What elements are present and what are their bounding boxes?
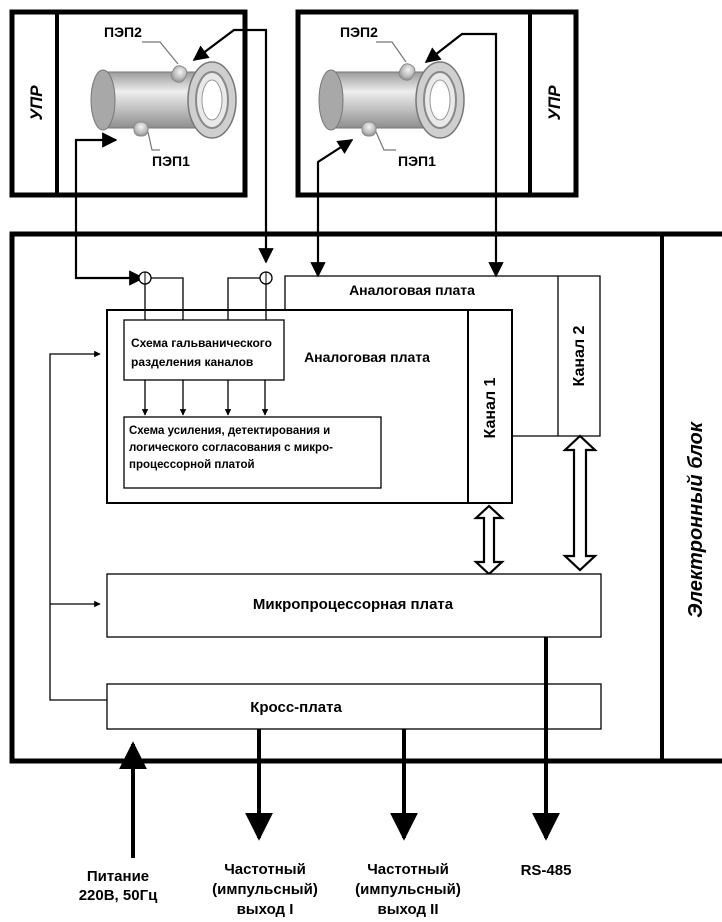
power-label-2: 220В, 50Гц: [79, 887, 158, 904]
rs485-label: RS-485: [521, 862, 572, 879]
analog-board-1-label: Аналоговая плата: [304, 349, 430, 365]
electronic-block: Электронный блок: [9, 231, 722, 764]
pep2-label-right: ПЭП2: [340, 24, 378, 40]
output-labels: Питание 220В, 50Гц Частотный (импульсный…: [79, 861, 572, 918]
pep1-label-right: ПЭП1: [398, 153, 436, 169]
galvanic-line1: Схема гальванического: [131, 336, 272, 350]
analog-board-1: Аналоговая плата Канал 1 Схема гальванич…: [106, 309, 513, 504]
amp-line2: логического согласования с микро-: [129, 442, 333, 454]
channel-2-label: Канал 2: [571, 325, 588, 386]
microprocessor-board: Микропроцессорная плата: [106, 573, 602, 638]
upr-label-left: УПР: [27, 85, 46, 121]
upr-label-right: УПР: [545, 85, 564, 121]
freq1-label-1: Частотный: [224, 861, 306, 878]
amp-line1: Схема усиления, детектирования и: [129, 425, 330, 437]
pep2-label-left: ПЭП2: [104, 24, 142, 40]
galvanic-isolation-box: [123, 319, 285, 381]
freq1-label-2: (импульсный): [212, 881, 318, 898]
power-feed-lines: [49, 350, 107, 701]
cross-board: Кросс-плата: [106, 683, 602, 730]
freq2-label-2: (импульсный): [355, 881, 461, 898]
freq2-label-3: выход II: [378, 901, 439, 918]
pipe-image-right: [318, 61, 465, 139]
external-connections: [119, 637, 560, 858]
channel-1-label: Канал 1: [482, 377, 499, 438]
microprocessor-label: Микропроцессорная плата: [253, 596, 454, 613]
amp-line3: процессорной платой: [129, 459, 255, 471]
sensor-module-left: УПР ПЭП2 ПЭП1: [9, 9, 248, 198]
cross-board-label: Кросс-плата: [250, 699, 342, 716]
freq2-label-1: Частотный: [367, 861, 449, 878]
pep1-label-left: ПЭП1: [152, 153, 190, 169]
pipe-image-left: [90, 61, 237, 139]
amplifier-box: [123, 416, 382, 489]
sensor-wiring: [74, 28, 504, 320]
electronic-block-title: Электронный блок: [685, 421, 707, 618]
analog-board-2-label: Аналоговая плата: [349, 282, 475, 298]
freq1-label-3: выход I: [237, 901, 294, 918]
analog-board-2: Аналоговая плата Канал 2: [284, 275, 601, 437]
power-label-1: Питание: [87, 868, 149, 885]
sensor-module-right: УПР ПЭП2 ПЭП1: [295, 9, 579, 198]
galvanic-line2: разделения каналов: [131, 355, 253, 369]
